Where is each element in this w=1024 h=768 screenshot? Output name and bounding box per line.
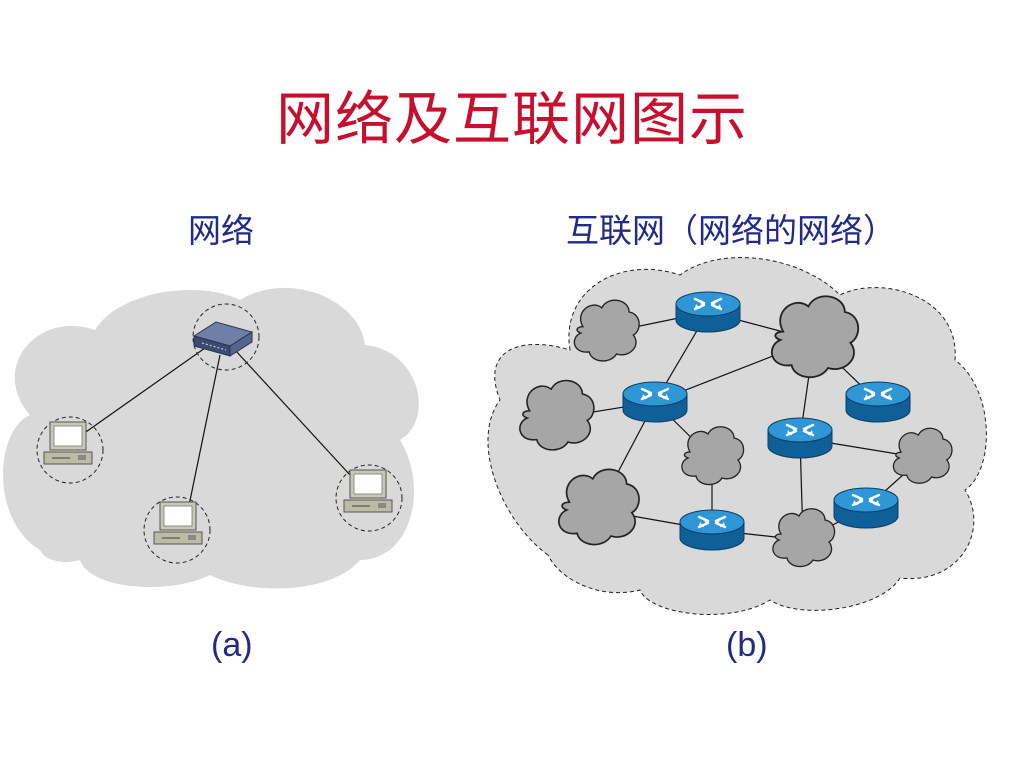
network-cloud-icon bbox=[573, 299, 640, 362]
router-icon bbox=[832, 486, 900, 530]
network-cloud-icon bbox=[772, 508, 836, 568]
desktop-computer-icon bbox=[153, 501, 203, 545]
internet-heading: 互联网（网络的网络） bbox=[566, 211, 896, 250]
node-circles-a bbox=[36, 303, 403, 564]
router-icon bbox=[621, 380, 689, 424]
network-cloud-icon bbox=[770, 295, 860, 379]
network-cloud-icon bbox=[558, 468, 640, 546]
desktop-computer-icon bbox=[343, 469, 393, 513]
network-hub-icon bbox=[192, 321, 254, 357]
slide-title: 网络及互联网图示 bbox=[275, 85, 748, 153]
network-cloud-icon bbox=[681, 426, 745, 486]
network-cloud-icon bbox=[519, 379, 595, 451]
caption-b: (b) bbox=[726, 626, 768, 664]
router-icon bbox=[678, 508, 746, 552]
router-icon bbox=[844, 380, 912, 424]
network-cloud-icon bbox=[892, 427, 953, 484]
links-a bbox=[82, 347, 363, 521]
network-heading: 网络 bbox=[188, 211, 254, 250]
router-icon bbox=[674, 290, 742, 334]
desktop-computer-icon bbox=[43, 421, 93, 465]
network-cloud-a bbox=[3, 287, 419, 589]
caption-a: (a) bbox=[211, 626, 253, 664]
router-icon bbox=[766, 416, 834, 460]
